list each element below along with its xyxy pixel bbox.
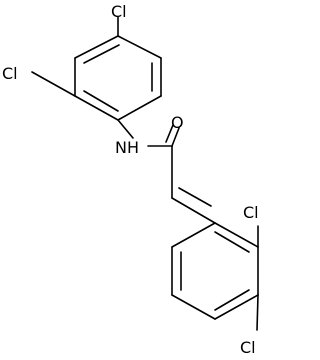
bond-inner [83,90,119,112]
bond [117,119,134,139]
bond [171,197,216,224]
bond-inner [214,231,250,253]
bond [214,294,259,320]
bond [165,124,174,143]
bond [117,35,162,59]
dichlorophenyl-ring-bottom [171,222,259,331]
oxygen-label: O [171,113,184,132]
bond [74,95,119,121]
chlorine-label-right-ortho: Cl [243,203,259,222]
bond [214,222,259,248]
bond [31,71,76,97]
chlorine-label-top: Cl [111,2,127,21]
bond [117,95,162,121]
bond-inner [214,289,250,311]
dichlorophenyl-ring-top [31,16,162,121]
chlorine-label-bottom-para: Cl [240,338,256,357]
amide-linker [117,119,180,147]
bond [171,294,216,320]
chlorine-label-left: Cl [2,64,18,83]
bond [178,187,212,207]
vinyl-bridge [171,145,216,224]
structure-canvas: Cl Cl NH O Cl Cl [2,2,259,357]
bond [171,222,216,248]
bond [256,294,259,331]
bond [74,35,119,59]
bond-inner [83,44,120,64]
molecule-structure: Cl Cl NH O Cl Cl [2,2,259,357]
bond [171,127,180,147]
nh-label: NH [115,138,139,157]
